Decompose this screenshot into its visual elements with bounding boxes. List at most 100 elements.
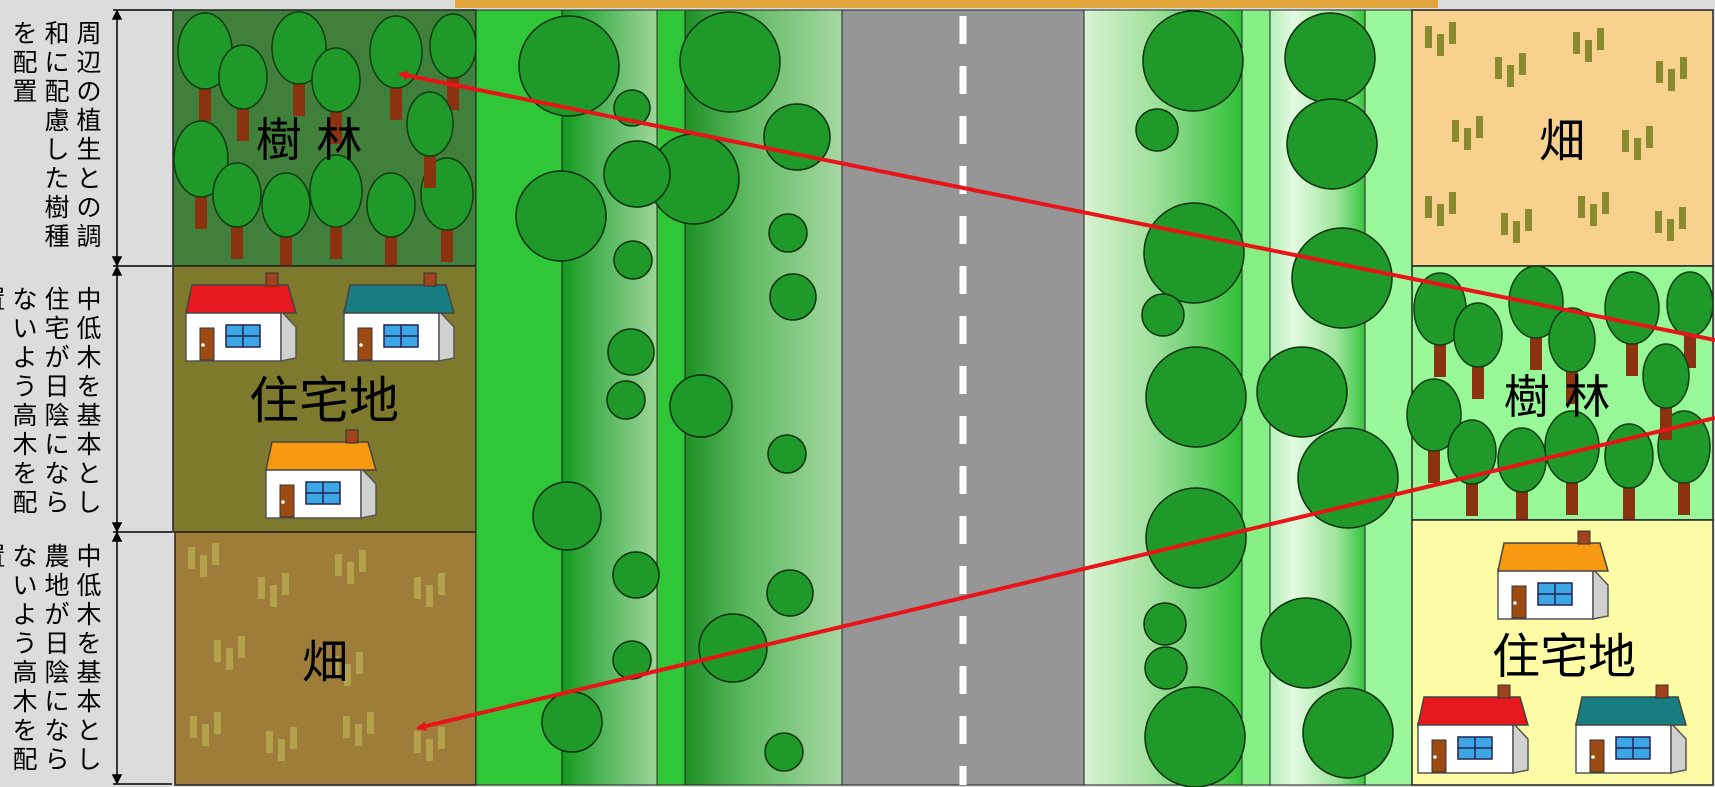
svg-text:日: 日 <box>44 629 69 658</box>
tree-crown-icon <box>603 140 671 208</box>
svg-text:を: を <box>12 19 37 48</box>
tree-icon <box>309 154 363 259</box>
tree-crown-icon <box>1145 487 1247 589</box>
svg-text:配: 配 <box>12 488 37 517</box>
svg-text:よ: よ <box>12 343 37 372</box>
svg-text:種: 種 <box>44 222 69 251</box>
tree-icon <box>366 172 416 269</box>
tree-icon <box>1544 410 1600 515</box>
svg-text:ら: ら <box>44 745 69 774</box>
arrow-to-left-field <box>416 416 1715 732</box>
svg-text:置: 置 <box>0 542 6 571</box>
left-residential-label: 住宅地 <box>249 372 399 430</box>
tree-crown-icon <box>515 170 607 262</box>
tree-crown-icon <box>763 103 831 171</box>
svg-text:本: 本 <box>76 430 101 459</box>
tree-crown-icon <box>669 374 733 438</box>
svg-text:な: な <box>12 285 37 314</box>
annotation-bottom: 中低木を基本とし農地が日陰にならないよう高木を配置 <box>0 542 102 774</box>
svg-text:な: な <box>44 459 69 488</box>
svg-text:よ: よ <box>12 600 37 629</box>
tree-icon <box>212 162 262 259</box>
svg-text:と: と <box>76 716 101 745</box>
svg-text:し: し <box>76 488 101 517</box>
tree-crown-icon <box>1144 646 1188 690</box>
svg-text:に: に <box>44 687 69 716</box>
svg-text:辺: 辺 <box>76 48 101 77</box>
tree-crown-icon <box>1145 346 1247 448</box>
right-forest-label: 樹 林 <box>1504 370 1611 424</box>
svg-text:配: 配 <box>44 77 69 106</box>
tree-crown-icon <box>767 434 807 474</box>
svg-text:に: に <box>44 48 69 77</box>
dimension-bracket <box>111 9 172 785</box>
svg-text:い: い <box>12 314 37 343</box>
house-teal-icon <box>1575 684 1687 774</box>
svg-text:い: い <box>12 571 37 600</box>
tree-crown-icon <box>1286 98 1378 190</box>
svg-text:木: 木 <box>76 600 101 629</box>
svg-text:基: 基 <box>76 658 101 687</box>
tree-icon <box>1666 271 1714 368</box>
tree-crown-icon <box>768 213 808 253</box>
tree-crown-icon <box>698 613 768 683</box>
svg-text:木: 木 <box>76 343 101 372</box>
left-planting-belt <box>475 9 843 786</box>
svg-text:し: し <box>44 135 69 164</box>
svg-text:木: 木 <box>12 687 37 716</box>
svg-text:の: の <box>76 193 101 222</box>
tree-crown-icon <box>1256 346 1348 438</box>
left-field-zone: 畑 <box>174 531 477 786</box>
tree-icon <box>218 44 268 141</box>
tree-crown-icon <box>1142 10 1244 112</box>
svg-text:農: 農 <box>44 542 69 571</box>
svg-text:低: 低 <box>76 571 101 600</box>
svg-text:な: な <box>44 716 69 745</box>
tree-icon <box>261 172 311 269</box>
svg-text:生: 生 <box>76 135 101 164</box>
tree-crown-icon <box>1141 293 1185 337</box>
right-forest-zone: 樹 林 <box>1406 265 1714 524</box>
house-red-icon <box>1417 684 1529 774</box>
tree-crown-icon <box>541 691 603 753</box>
svg-text:高: 高 <box>12 658 37 687</box>
tree-icon <box>311 47 361 144</box>
left-forest-label: 樹 林 <box>256 113 363 167</box>
svg-text:地: 地 <box>44 571 69 600</box>
svg-text:う: う <box>12 372 37 401</box>
svg-text:を: を <box>12 716 37 745</box>
tree-icon <box>1548 307 1596 404</box>
svg-text:宅: 宅 <box>44 314 69 343</box>
svg-text:低: 低 <box>76 314 101 343</box>
svg-text:と: と <box>76 459 101 488</box>
tree-crown-icon <box>1297 427 1399 529</box>
svg-text:う: う <box>12 629 37 658</box>
tree-icon <box>406 91 454 188</box>
svg-text:に: に <box>44 430 69 459</box>
svg-text:と: と <box>76 164 101 193</box>
right-residential-zone: 住宅地 <box>1411 519 1714 786</box>
road <box>841 9 1085 786</box>
annotation-middle: 中低木を基本とし住宅が日陰にならないよう高木を配置 <box>0 285 102 517</box>
tree-crown-icon <box>1143 202 1245 304</box>
left-forest-zone: 樹 林 <box>172 9 477 269</box>
tree-crown-icon <box>607 328 655 376</box>
svg-text:陰: 陰 <box>44 658 69 687</box>
house-red-icon <box>185 272 297 362</box>
svg-text:住: 住 <box>44 285 69 314</box>
svg-text:を: を <box>12 459 37 488</box>
svg-text:調: 調 <box>76 222 101 251</box>
tree-crown-icon <box>606 380 646 420</box>
house-orange-icon <box>1497 530 1609 620</box>
tree-crown-icon <box>679 11 781 113</box>
right-planting-belt <box>1083 9 1413 787</box>
left-residential-zone: 住宅地 <box>172 265 477 533</box>
left-field-label: 畑 <box>302 635 348 689</box>
svg-text:木: 木 <box>12 430 37 459</box>
tree-crown-icon <box>613 89 651 127</box>
svg-text:た: た <box>44 164 69 193</box>
svg-text:な: な <box>12 542 37 571</box>
svg-text:樹: 樹 <box>44 193 69 222</box>
